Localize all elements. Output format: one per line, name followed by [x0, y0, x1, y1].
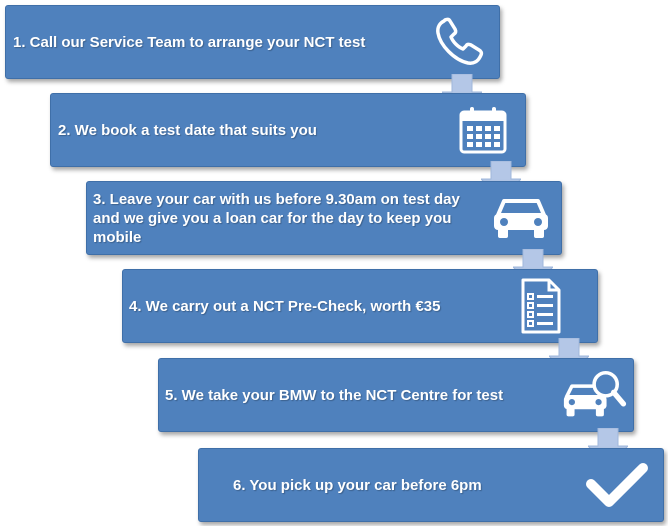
step-3-box: 3. Leave your car with us before 9.30am …: [86, 181, 562, 255]
step-4-label: 4. We carry out a NCT Pre-Check, worth €…: [129, 297, 441, 315]
car-icon: [489, 182, 553, 254]
step-2-box: 2. We book a test date that suits you: [50, 93, 526, 167]
checkmark-icon: [585, 449, 649, 521]
phone-icon: [427, 6, 491, 78]
step-5-box: 5. We take your BMW to the NCT Centre fo…: [158, 358, 634, 432]
step-1-label: 1. Call our Service Team to arrange your…: [13, 33, 366, 51]
step-4-box: 4. We carry out a NCT Pre-Check, worth €…: [122, 269, 598, 343]
step-5-label: 5. We take your BMW to the NCT Centre fo…: [165, 386, 504, 404]
step-2-label: 2. We book a test date that suits you: [58, 121, 317, 139]
checklist-icon: [509, 270, 573, 342]
calendar-icon: [451, 94, 515, 166]
step-1-box: 1. Call our Service Team to arrange your…: [5, 5, 500, 79]
step-6-label: 6. You pick up your car before 6pm: [233, 476, 482, 494]
step-3-label: 3. Leave your car with us before 9.30am …: [93, 190, 460, 246]
car-search-icon: [563, 359, 627, 431]
step-6-box: 6. You pick up your car before 6pm: [198, 448, 664, 522]
